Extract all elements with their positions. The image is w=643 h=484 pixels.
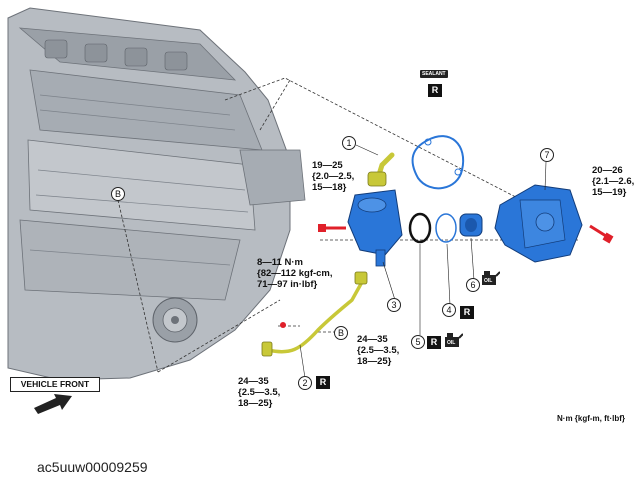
oil-can-icon-seal [482, 271, 500, 285]
callout-4: 4 [442, 303, 456, 317]
gasket [411, 135, 465, 190]
oil-label-seal: OIL [484, 278, 493, 284]
water-pipe [261, 271, 368, 357]
small-bolt [280, 322, 286, 328]
o-ring-5 [408, 212, 432, 244]
document-id: ac5uuw00009259 [37, 459, 148, 475]
exploded-view-diagram [7, 7, 614, 381]
replace-marker-pipe: R [316, 376, 330, 389]
water-pump-housing [347, 189, 403, 267]
callout-6: 6 [466, 278, 480, 292]
oil-can-icon-oring [445, 333, 463, 347]
callout-b-pipe: B [334, 326, 348, 340]
oil-seal [459, 213, 483, 237]
callout-1: 1 [342, 136, 356, 150]
callout-3: 3 [387, 298, 401, 312]
bolt-left [318, 224, 346, 232]
torque-bolt-right: 20—26 {2.1—2.6, 15—19} [592, 165, 635, 198]
bolt-right [589, 224, 614, 244]
callout-b-engine: B [111, 187, 125, 201]
callout-7: 7 [540, 148, 554, 162]
callout-pointers [299, 144, 547, 379]
torque-bolt-left: 19—25 {2.0—2.5, 15—18} [312, 160, 355, 193]
torque-pipe-right: 24—35 {2.5—3.5, 18—25} [357, 334, 400, 367]
torque-pipe-left: 24—35 {2.5—3.5, 18—25} [238, 376, 281, 409]
replace-marker-gasket: R [428, 84, 442, 97]
vehicle-front-arrow-icon [34, 394, 72, 414]
o-ring-4 [435, 213, 457, 243]
sealant-icon: SEALANT [420, 70, 448, 78]
oil-label-oring: OIL [447, 340, 456, 346]
replace-marker-seal: R [460, 306, 474, 319]
callout-2: 2 [298, 376, 312, 390]
replace-marker-oring: R [427, 336, 441, 349]
vacuum-pump [494, 184, 583, 263]
unit-note: N·m {kgf-m, ft·lbf} [557, 414, 625, 423]
callout-5: 5 [411, 335, 425, 349]
vehicle-front-label: VEHICLE FRONT [10, 377, 100, 392]
torque-small-bolt: 8—11 N·m {82—112 kgf-cm, 71—97 in·lbf} [257, 257, 333, 290]
engine-block [7, 7, 306, 381]
water-pipe-elbow [367, 152, 395, 187]
